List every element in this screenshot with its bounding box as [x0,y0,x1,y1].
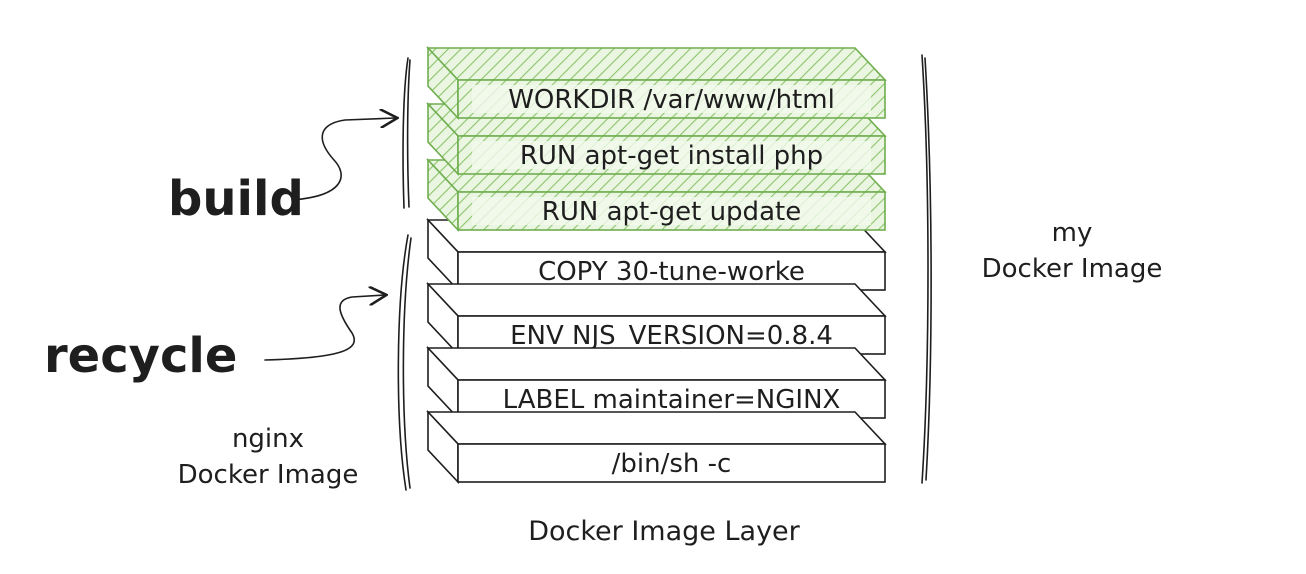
build-bracket [402,57,411,209]
layer-front-face [457,443,886,483]
diagram-caption: Docker Image Layer [528,516,800,547]
my-image-bracket [921,54,932,484]
layer-top-face [426,47,887,81]
build-label: build [168,171,304,227]
layer-top-face [426,347,887,381]
layer-label-backdrop [472,141,871,169]
layer-label: ENV NJS_VERSION=0.8.4 [510,321,833,351]
build-arrow-icon [291,118,396,201]
nginx-image-label-line2: Docker Image [178,460,359,490]
my-image-label-line2: Docker Image [982,254,1163,284]
recycle-arrow-icon [264,295,385,361]
layer-label: WORKDIR /var/www/html [508,85,835,115]
base-layer-3: /bin/sh -c [426,409,887,485]
layer-label: /bin/sh -c [612,449,732,479]
my-image-label-line1: my [1052,218,1093,248]
base-layer-2: LABEL maintainer=NGINX [426,345,887,421]
layer-label-backdrop [472,85,871,113]
layer-label: RUN apt-get install php [520,141,823,171]
base-layer-1: ENV NJS_VERSION=0.8.4 [426,281,887,357]
new-layer-2: RUN apt-get update [426,157,887,233]
new-layer-0: WORKDIR /var/www/html [426,45,887,121]
nginx-bracket [397,234,412,491]
nginx-image-label-line1: nginx [232,424,304,454]
new-layers-stack: RUN apt-get update RUN apt-get install ph… [426,45,887,233]
layer-top-face [426,411,887,445]
layer-label: RUN apt-get update [542,197,801,227]
layer-label: LABEL maintainer=NGINX [503,385,841,415]
layer-label-backdrop [472,197,871,225]
layer-top-face [426,283,887,317]
recycle-label: recycle [44,328,237,384]
layer-label: COPY 30-tune-worke [538,257,805,287]
